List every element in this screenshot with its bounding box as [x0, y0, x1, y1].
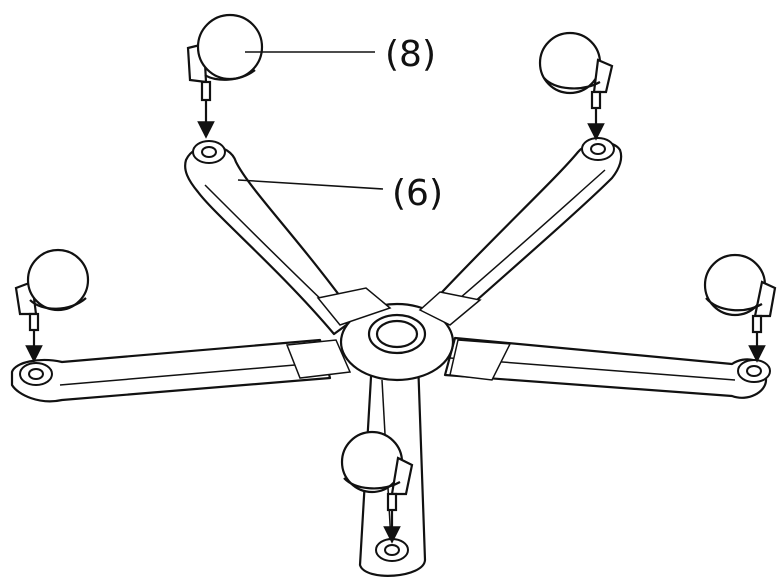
callout-leader-base: [237, 179, 384, 190]
caster-wheel-icon: [340, 430, 414, 544]
caster-sockets: [19, 137, 771, 562]
callout-label-base: (6): [392, 173, 443, 214]
caster-wheel-icon: [703, 253, 777, 363]
caster-wheel-icon: [538, 31, 614, 141]
caster-wheel-icon: [186, 13, 264, 139]
star-base: [10, 140, 768, 577]
callout-label-caster: (8): [385, 34, 436, 75]
base-leg-left: [10, 338, 332, 403]
caster-wheel-icon: [14, 248, 90, 363]
